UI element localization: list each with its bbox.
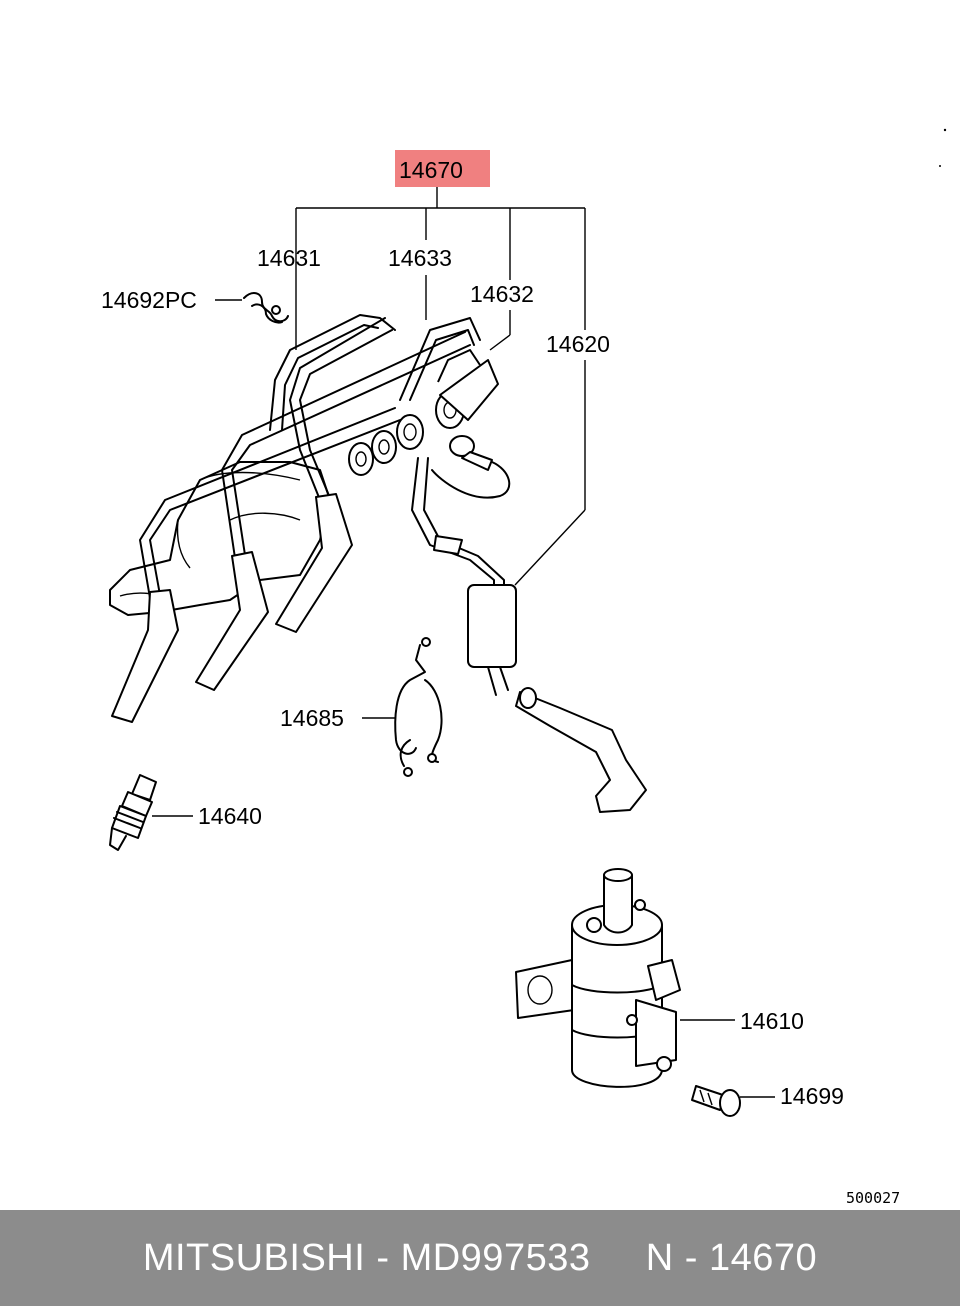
callout-14632[interactable]: 14632: [470, 281, 534, 307]
leader-lines: [152, 299, 775, 1098]
highlight-box: [395, 150, 490, 187]
callout-14640[interactable]: 14640: [198, 803, 262, 829]
callout-14692pc[interactable]: 14692PC: [101, 287, 197, 313]
cable-grommets-drawing: [348, 349, 499, 476]
callout-14633[interactable]: 14633: [388, 245, 452, 271]
parts-diagram: 14670 14631 14633 14632 14620 14692PC 14…: [101, 128, 947, 1207]
callout-14670[interactable]: 14670: [399, 157, 463, 183]
clip-14692pc-drawing: [243, 292, 289, 324]
footer-bar: MITSUBISHI - MD997533 N - 14670: [0, 1210, 960, 1306]
footer-part-number: MITSUBISHI - MD997533 N - 14670: [142, 1236, 818, 1279]
scan-speck: [943, 128, 947, 132]
callout-14610[interactable]: 14610: [740, 1008, 804, 1034]
plug-boots-drawing: [111, 493, 353, 723]
bracket-14670: [295, 187, 586, 586]
coil-lead-14620-drawing: [411, 457, 647, 813]
ignition-coil-14610-drawing: [515, 868, 681, 1088]
spark-plug-14640-drawing: [109, 774, 157, 851]
figure-code: 500027: [846, 1189, 900, 1207]
callout-14685[interactable]: 14685: [280, 705, 344, 731]
scan-speck: [939, 165, 941, 167]
ignition-cables-drawing: [139, 314, 481, 599]
bolt-14699-drawing: [691, 1085, 741, 1117]
callout-14631[interactable]: 14631: [257, 245, 321, 271]
callout-14620[interactable]: 14620: [546, 331, 610, 357]
connector-drawing: [431, 435, 511, 499]
wire-retainer-14685-drawing: [394, 637, 443, 777]
callout-14699[interactable]: 14699: [780, 1083, 844, 1109]
